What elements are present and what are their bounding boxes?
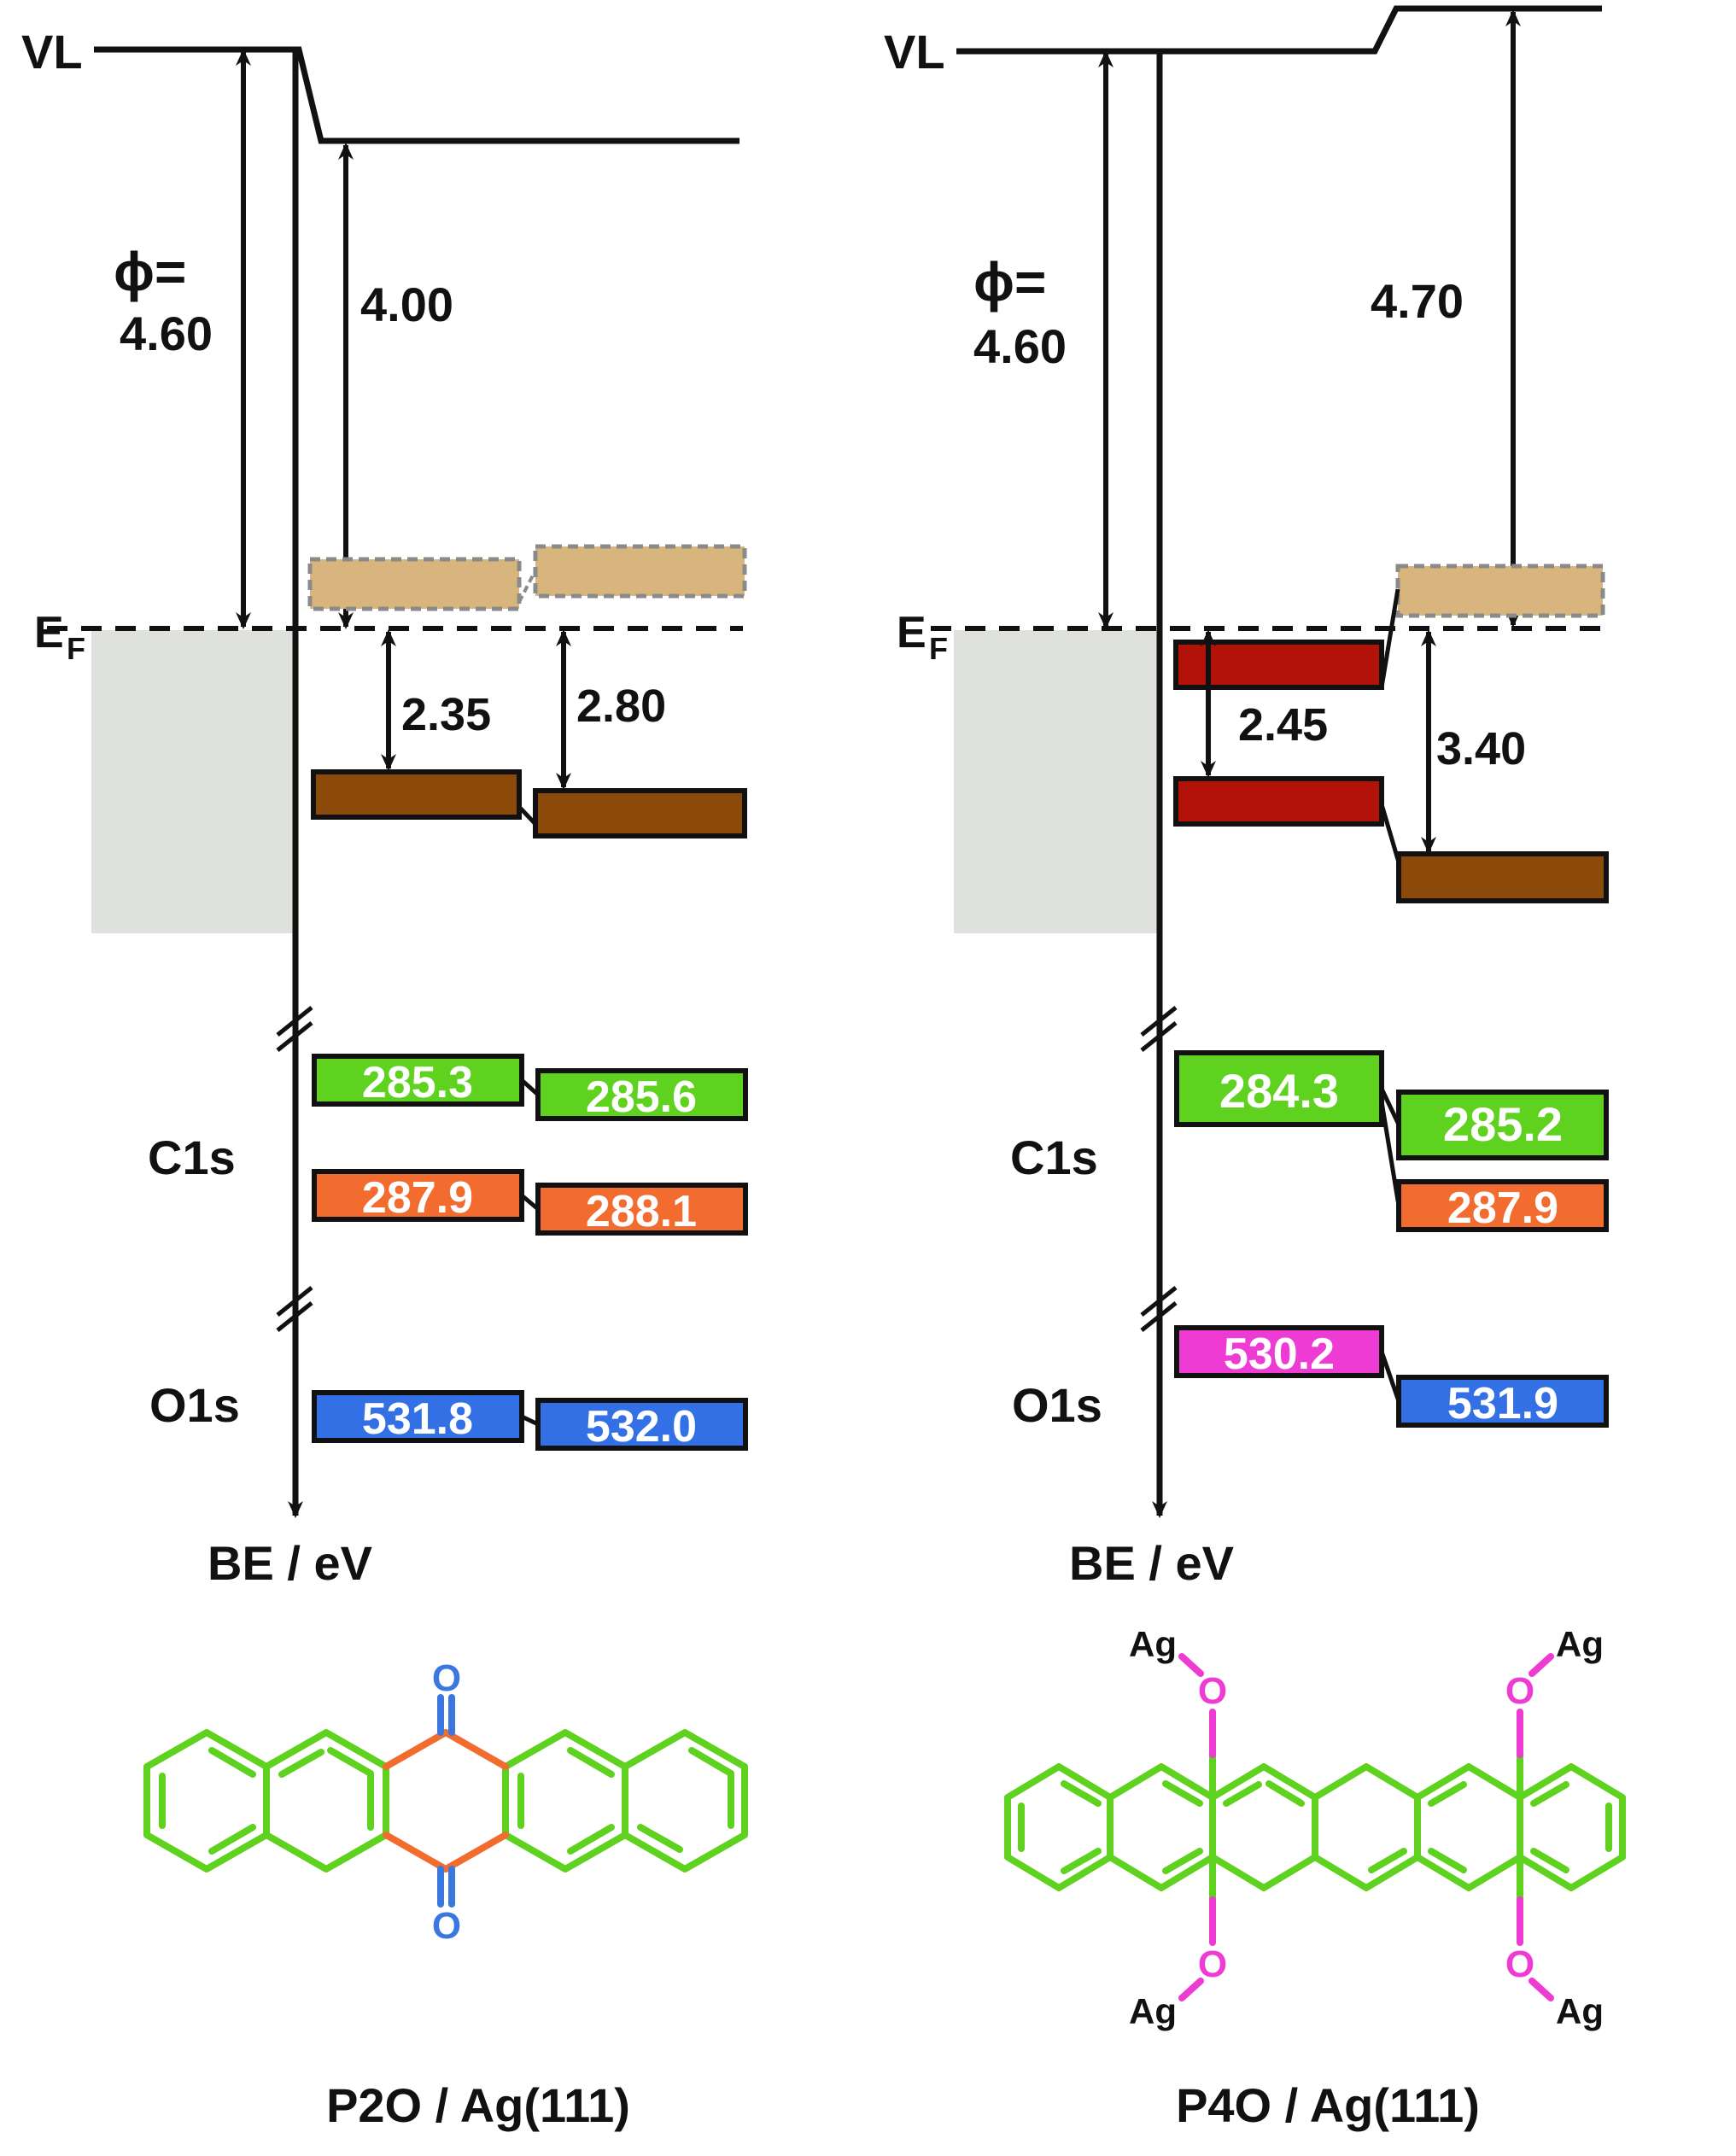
vacuum-level-line xyxy=(94,46,739,144)
homo-connector xyxy=(1379,803,1401,863)
oxygen-label: O xyxy=(1505,1943,1534,1985)
o1s-peak-value: 531.9 xyxy=(1447,1379,1558,1429)
axis-break-2 xyxy=(1140,1286,1178,1332)
axis-break-1 xyxy=(1140,1006,1178,1052)
carbonyl-oxygen-label: O xyxy=(432,1905,461,1947)
substrate-occupied-states xyxy=(91,630,295,933)
phi-symbol: ϕ= xyxy=(114,241,186,302)
axis-label: BE / eV xyxy=(208,1536,372,1590)
c1s-peak-value: 287.9 xyxy=(1447,1183,1558,1233)
lumo-connector xyxy=(517,570,537,603)
c1s-connector xyxy=(1379,1087,1401,1126)
silver-label: Ag xyxy=(1556,1624,1604,1664)
left-panel: VL E F ϕ= 4.60 4.00 2.35 2.80 C1s O1s 28… xyxy=(21,25,748,2132)
c1s-connector xyxy=(520,1078,540,1096)
c1s-box xyxy=(1396,1090,1609,1160)
oxygen-label: O xyxy=(1198,1670,1227,1712)
c1s-box xyxy=(1174,1050,1384,1127)
c1s-peak-value: 285.3 xyxy=(362,1058,473,1107)
work-function-value: 4.70 xyxy=(1371,274,1464,328)
o1s-peak-value: 532.0 xyxy=(586,1402,697,1452)
lumo-level xyxy=(1395,564,1605,618)
o1s-peak-value: 531.8 xyxy=(362,1394,473,1444)
vl-label: VL xyxy=(21,25,83,79)
c1s-label: C1s xyxy=(1010,1131,1098,1184)
o1s-connector xyxy=(520,1414,540,1427)
carbonyl-oxygen-label: O xyxy=(432,1657,461,1699)
c1s-peak-value: 285.6 xyxy=(586,1072,697,1122)
homo-level-2 xyxy=(1173,776,1384,827)
silver-label: Ag xyxy=(1556,1991,1604,2031)
phi-value: 4.60 xyxy=(120,307,213,360)
homo-level-2 xyxy=(533,788,747,838)
vl-label: VL xyxy=(884,25,945,79)
ef-label: E xyxy=(897,608,926,657)
lumo-level-2 xyxy=(533,544,747,599)
lumo-connector xyxy=(1379,588,1400,688)
o1s-peak-value: 530.2 xyxy=(1224,1329,1335,1379)
o1s-label: O1s xyxy=(1012,1378,1102,1432)
homo-level-3 xyxy=(1396,851,1609,903)
system-label: P2O / Ag(111) xyxy=(326,2078,630,2132)
c1s-peak-value: 285.2 xyxy=(1443,1097,1563,1151)
o1s-box xyxy=(1396,1375,1609,1428)
p4o-molecule-structure xyxy=(1004,1653,1626,2001)
c1s-peak-value: 284.3 xyxy=(1219,1064,1339,1118)
ef-label: E xyxy=(34,608,64,657)
axis-break-2 xyxy=(276,1286,313,1332)
system-label: P4O / Ag(111) xyxy=(1176,2078,1480,2132)
lumo-level-1 xyxy=(307,557,522,611)
oxygen-label: O xyxy=(1505,1670,1534,1712)
o1s-label: O1s xyxy=(149,1378,240,1432)
ef-subscript: F xyxy=(929,631,948,666)
c1s-connector xyxy=(1379,1101,1401,1207)
right-panel: VL E F ϕ= 4.60 4.70 2.45 3.40 C1s O1s 28… xyxy=(884,5,1609,2132)
axis-label: BE / eV xyxy=(1069,1536,1234,1590)
silver-label: Ag xyxy=(1129,1991,1177,2031)
substrate-occupied-states xyxy=(954,630,1158,933)
gap-value-2: 2.80 xyxy=(576,681,666,732)
axis-break-1 xyxy=(276,1006,313,1052)
c1s-connector xyxy=(520,1194,540,1211)
homo-connector xyxy=(517,805,537,826)
work-function-value: 4.00 xyxy=(360,278,453,331)
gap-value-1: 2.35 xyxy=(401,689,491,740)
phi-symbol: ϕ= xyxy=(973,251,1046,313)
silver-label: Ag xyxy=(1129,1624,1177,1664)
gap-value-1: 2.45 xyxy=(1238,699,1328,751)
oxygen-label: O xyxy=(1198,1943,1227,1985)
homo-level-1 xyxy=(311,769,522,820)
c1s-peak-value: 288.1 xyxy=(586,1187,697,1236)
o1s-connector xyxy=(1379,1351,1401,1402)
c1s-label: C1s xyxy=(148,1131,236,1184)
c1s-box xyxy=(312,1169,524,1222)
vacuum-level-line xyxy=(956,5,1602,55)
p2o-molecule-structure xyxy=(143,1694,748,1908)
gap-value-2: 3.40 xyxy=(1436,723,1526,774)
ef-subscript: F xyxy=(67,631,85,666)
c1s-box xyxy=(535,1068,748,1121)
phi-value: 4.60 xyxy=(973,319,1067,373)
c1s-peak-value: 287.9 xyxy=(362,1173,473,1223)
